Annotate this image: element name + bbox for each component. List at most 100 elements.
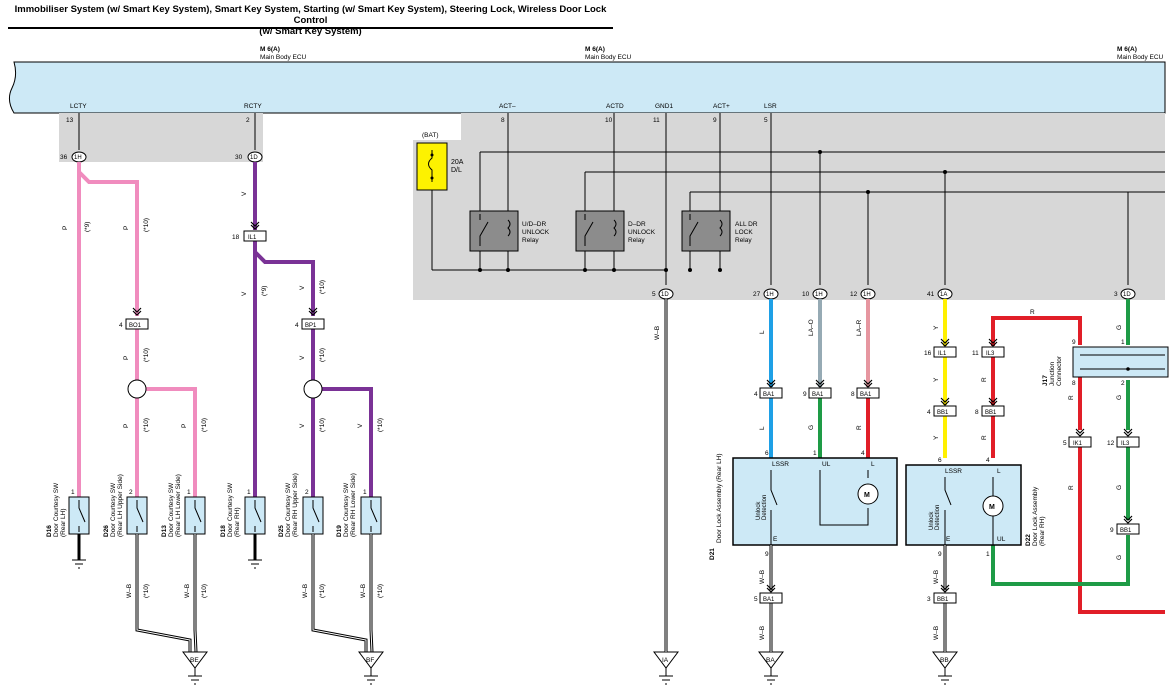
wire-labels-center: L L LA–O G LA–R R Y Y Y R R R R R G G G … [759, 309, 1123, 560]
svg-text:1H: 1H [815, 292, 823, 298]
svg-text:30: 30 [235, 154, 243, 161]
shade-right [413, 113, 1165, 300]
svg-text:11: 11 [972, 350, 979, 357]
svg-text:L: L [759, 330, 766, 334]
svg-text:UL: UL [822, 461, 831, 468]
svg-text:9: 9 [938, 551, 942, 558]
svg-text:4: 4 [119, 322, 123, 329]
svg-text:BB: BB [940, 657, 949, 664]
pin-num-11: 11 [653, 117, 660, 124]
wire-r-right [991, 316, 1165, 614]
svg-text:9: 9 [803, 391, 807, 398]
title-line-1: Immobiliser System (w/ Smart Key System)… [14, 4, 607, 26]
pin-num-10: 10 [605, 117, 613, 124]
switch-d16: 1 D16 Door Courtesy SW (Rear LH) [46, 482, 90, 537]
svg-text:4: 4 [754, 391, 758, 398]
motor-d21: M [864, 492, 870, 499]
svg-text:(*10): (*10) [201, 584, 208, 598]
svg-text:D16: D16 [46, 525, 53, 537]
svg-text:P: P [181, 424, 188, 428]
svg-text:W–B: W–B [933, 626, 940, 640]
pin-name-lsr: LSR [764, 103, 777, 110]
connector-1d-b: 1D5 [652, 288, 674, 300]
svg-text:1D: 1D [1123, 292, 1131, 298]
svg-text:L: L [871, 461, 875, 468]
svg-text:9: 9 [1110, 527, 1114, 534]
ground-bb: BB [932, 651, 958, 685]
wire-pink [77, 162, 197, 497]
ecu-internal-wiring [78, 113, 1165, 285]
ground-symbols-left [72, 559, 262, 569]
svg-text:BE: BE [190, 657, 199, 664]
switch-d19: 1 D19 Door Courtesy SW (Rear RH Lower Si… [336, 473, 382, 537]
pin-num-9: 9 [713, 117, 717, 124]
svg-text:(Rear RH): (Rear RH) [234, 507, 241, 537]
svg-text:R: R [856, 425, 863, 430]
svg-text:J17: J17 [1042, 375, 1049, 386]
svg-text:IL1: IL1 [938, 351, 947, 357]
svg-text:LA–R: LA–R [856, 319, 863, 336]
svg-text:BP1: BP1 [305, 323, 317, 329]
wire-wb-left [77, 534, 374, 653]
svg-text:LSSR: LSSR [772, 461, 789, 468]
svg-text:(*9): (*9) [84, 222, 91, 232]
svg-text:(Rear LH): (Rear LH) [60, 508, 67, 537]
svg-text:Door Courtesy SW: Door Courtesy SW [168, 482, 175, 537]
connector-1a: 1A 41 [927, 288, 953, 300]
svg-text:1A: 1A [940, 292, 947, 298]
svg-text:P: P [123, 424, 130, 428]
pin-num-2: 2 [246, 117, 250, 124]
splice-pink [127, 379, 147, 399]
svg-text:R: R [1030, 309, 1035, 316]
wb-labels-locks: W–B W–B W–B W–B [759, 570, 940, 640]
ecu-code-2: M 6(A) [585, 46, 605, 53]
svg-text:12: 12 [850, 291, 858, 298]
svg-text:41: 41 [927, 291, 935, 298]
svg-text:(*10): (*10) [319, 418, 326, 432]
svg-text:UL: UL [997, 536, 1006, 543]
pin-name-rcty: RCTY [244, 103, 262, 110]
svg-text:G: G [808, 425, 815, 430]
page-title: Immobiliser System (w/ Smart Key System)… [8, 4, 613, 37]
ecu-name-2: Main Body ECU [585, 54, 632, 61]
switch-d13: 1 D13 Door Courtesy SW (Rear LH Lower Si… [161, 474, 206, 537]
svg-text:Y: Y [933, 325, 940, 330]
svg-text:1: 1 [71, 489, 75, 496]
svg-text:P: P [123, 356, 130, 360]
svg-text:1: 1 [187, 489, 191, 496]
svg-text:P: P [123, 226, 130, 230]
svg-text:L: L [759, 426, 766, 430]
svg-text:LOCK: LOCK [735, 229, 753, 236]
fuse-rating: 20A [451, 159, 464, 166]
svg-text:8: 8 [851, 391, 855, 398]
wire-wb-left-inner [136, 534, 373, 653]
svg-text:Door Courtesy SW: Door Courtesy SW [285, 482, 292, 537]
wire-wb-locks [769, 545, 947, 652]
svg-text:BA1: BA1 [763, 597, 775, 603]
svg-text:W–B: W–B [933, 570, 940, 584]
svg-text:D26: D26 [103, 525, 110, 537]
ground-be: BE [182, 651, 208, 685]
title-line-2: (w/ Smart Key System) [259, 26, 362, 37]
svg-text:G: G [1116, 555, 1123, 560]
svg-text:(*10): (*10) [201, 418, 208, 432]
svg-text:2: 2 [1121, 380, 1125, 387]
svg-text:V: V [241, 191, 248, 196]
svg-text:BB1: BB1 [985, 410, 997, 416]
pin-num-8: 8 [501, 117, 505, 124]
svg-text:W–B: W–B [360, 584, 367, 598]
svg-text:Junction: Junction [1049, 361, 1056, 386]
